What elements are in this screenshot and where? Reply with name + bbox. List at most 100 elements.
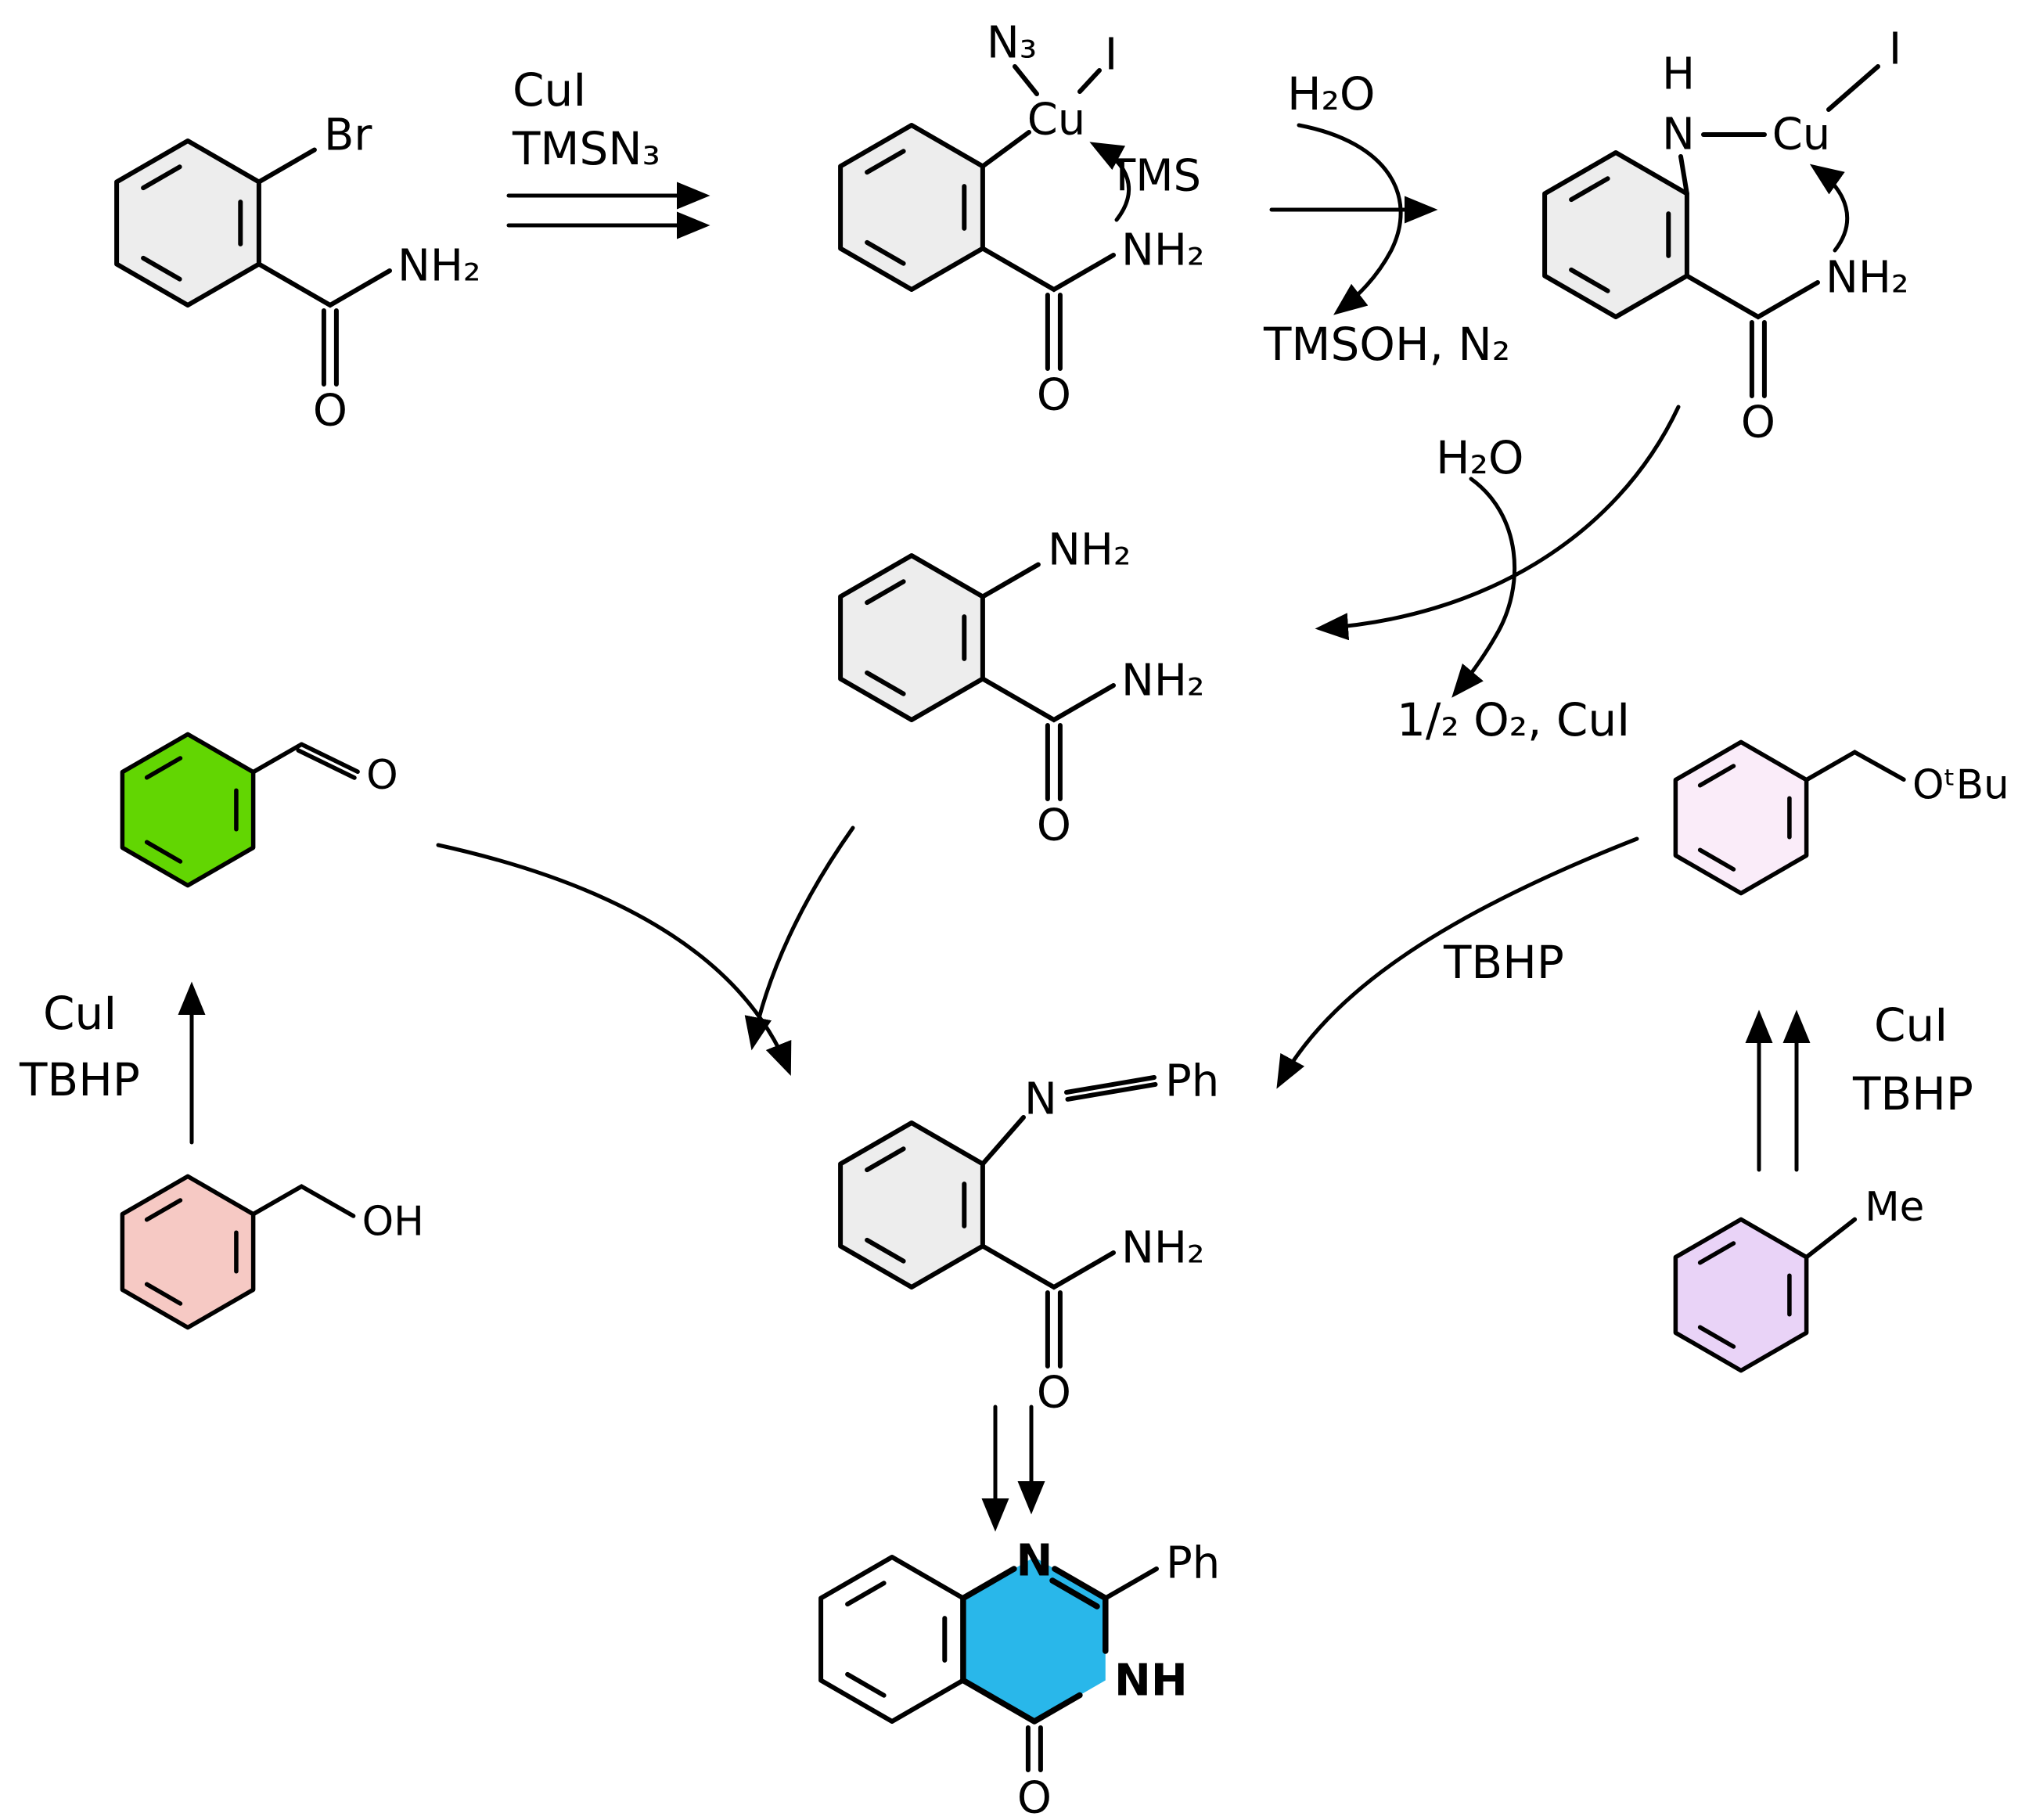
i-label: I bbox=[1889, 24, 1902, 75]
reaction-curve bbox=[1315, 405, 1681, 641]
right-condensation-group: TBHP bbox=[1276, 836, 1639, 1089]
structure-amido-copper-complex: H N Cu I O NH₂ bbox=[1545, 24, 1908, 448]
structure-bromobenzamide: Br O NH₂ bbox=[117, 110, 480, 437]
o2-cui-label: 1/₂ O₂, CuI bbox=[1397, 693, 1630, 746]
h2o-label: H₂O bbox=[1436, 431, 1524, 484]
c4-carbonyl-double-bond bbox=[1025, 1725, 1043, 1772]
bond bbox=[250, 742, 304, 775]
bond bbox=[1804, 1217, 1858, 1260]
benzene-ring bbox=[1675, 742, 1806, 893]
structure-benzyl-alcohol: OH bbox=[122, 1176, 424, 1327]
benzene-ring bbox=[1545, 153, 1687, 317]
benzene-ring bbox=[122, 734, 253, 885]
tms-label: TMS bbox=[1108, 151, 1201, 202]
nh2-amine-label: NH₂ bbox=[1048, 525, 1131, 576]
reagent-tmsn3: TMSN₃ bbox=[512, 122, 660, 175]
carbonyl-double-bond bbox=[296, 742, 360, 780]
dative-curved-arrow bbox=[1809, 164, 1849, 253]
bond bbox=[256, 147, 317, 185]
n3-label: N₃ bbox=[987, 18, 1037, 69]
bond bbox=[250, 1184, 356, 1218]
tbhp-label: TBHP bbox=[19, 1053, 140, 1106]
bond bbox=[1804, 750, 1906, 782]
nh2-label: NH₂ bbox=[397, 241, 480, 292]
cui-label: CuI bbox=[43, 987, 117, 1040]
bond bbox=[980, 1115, 1026, 1167]
benzene-ring bbox=[122, 1176, 253, 1327]
o-label: O bbox=[1037, 370, 1071, 421]
bond bbox=[1013, 64, 1039, 96]
benzaldehyde-to-imine-curve bbox=[436, 843, 792, 1076]
me-label: Me bbox=[1865, 1184, 1924, 1231]
bond bbox=[1826, 64, 1880, 112]
otbu-label: OᵗBu bbox=[1912, 762, 2009, 809]
cu-label: Cu bbox=[1027, 95, 1086, 146]
reagent-curve bbox=[1297, 123, 1403, 315]
o-label: O bbox=[313, 386, 347, 437]
structure-toluene: Me bbox=[1675, 1184, 1924, 1371]
benzene-ring bbox=[840, 556, 983, 720]
o-label: O bbox=[1037, 800, 1071, 851]
benzene-ring bbox=[840, 1123, 983, 1287]
amide-group bbox=[983, 1246, 1113, 1367]
anthranilamide-to-imine-curve bbox=[744, 825, 855, 1051]
bond bbox=[980, 130, 1031, 169]
tbhp-label: TBHP bbox=[1852, 1067, 1973, 1120]
structure-benzaldehyde: O bbox=[122, 734, 398, 885]
tbhp-label: TBHP bbox=[1443, 936, 1564, 989]
imine-double-bond bbox=[1064, 1075, 1158, 1102]
n-label: N bbox=[1662, 110, 1695, 160]
amide-group bbox=[983, 249, 1113, 369]
structure-benzylidene-imine: N Ph O NH₂ bbox=[840, 1056, 1219, 1419]
bond bbox=[1678, 154, 1689, 196]
br-label: Br bbox=[324, 110, 372, 161]
left-oxidation-arrow-group: CuI TBHP bbox=[19, 981, 206, 1145]
o-label: O bbox=[1017, 1773, 1052, 1820]
nh2-amide-label: NH₂ bbox=[1121, 656, 1204, 707]
c2-n1-double-bond bbox=[1049, 1577, 1100, 1610]
n3h-label: NH bbox=[1114, 1656, 1188, 1707]
amide-group bbox=[1687, 276, 1818, 397]
benzo-ring bbox=[821, 1557, 963, 1721]
o-label: O bbox=[1037, 1368, 1071, 1419]
benzene-ring bbox=[117, 141, 259, 305]
n-label: N bbox=[1024, 1074, 1057, 1125]
structure-cu-azide-intermediate: Cu N₃ I TMS O NH₂ bbox=[840, 18, 1204, 421]
reagent-curve bbox=[1451, 477, 1516, 698]
nh2-label: NH₂ bbox=[1121, 225, 1204, 276]
cyclization-arrow-group bbox=[981, 1405, 1045, 1532]
bond bbox=[1077, 68, 1102, 94]
reagent-cui: CuI bbox=[513, 63, 586, 117]
nh2-label: NH₂ bbox=[1121, 1223, 1204, 1274]
bond bbox=[1103, 1566, 1159, 1601]
o-label: O bbox=[366, 752, 398, 799]
benzene-ring bbox=[840, 125, 983, 290]
n1-label: N bbox=[1016, 1536, 1052, 1587]
ph-label: Ph bbox=[1165, 1056, 1219, 1107]
amide-group bbox=[259, 264, 390, 385]
hydrolysis-arrow-group: H₂O TMSOH, N₂ bbox=[1263, 67, 1510, 371]
step1-arrow-group: CuI TMSN₃ bbox=[506, 63, 710, 239]
structure-benzyl-tbutyl-ether: OᵗBu bbox=[1675, 742, 2009, 893]
o-label: O bbox=[1741, 397, 1775, 448]
ether-to-imine-curve bbox=[1276, 836, 1639, 1089]
tmsoh-n2-label: TMSOH, N₂ bbox=[1263, 318, 1510, 371]
cu-label: Cu bbox=[1772, 110, 1831, 160]
nh2-label: NH₂ bbox=[1826, 253, 1908, 304]
i-label: I bbox=[1105, 30, 1118, 81]
h2o-label: H₂O bbox=[1287, 67, 1376, 120]
structure-quinazolinone: N NH Ph O bbox=[821, 1536, 1220, 1820]
right-oxidation-arrow-group: CuI TBHP bbox=[1745, 998, 1973, 1172]
h-label: H bbox=[1662, 49, 1695, 100]
cui-label: CuI bbox=[1874, 998, 1948, 1052]
dative-curved-arrow bbox=[1089, 142, 1131, 222]
structure-anthranilamide: NH₂ O NH₂ bbox=[840, 525, 1204, 851]
pyrimidinone-ring-edges bbox=[960, 1566, 1109, 1725]
bond bbox=[980, 562, 1041, 599]
ph-label: Ph bbox=[1166, 1538, 1220, 1589]
pyrimidinone-ring-fill bbox=[962, 1557, 1106, 1721]
benzene-ring bbox=[1675, 1219, 1806, 1370]
amide-group bbox=[983, 679, 1113, 800]
